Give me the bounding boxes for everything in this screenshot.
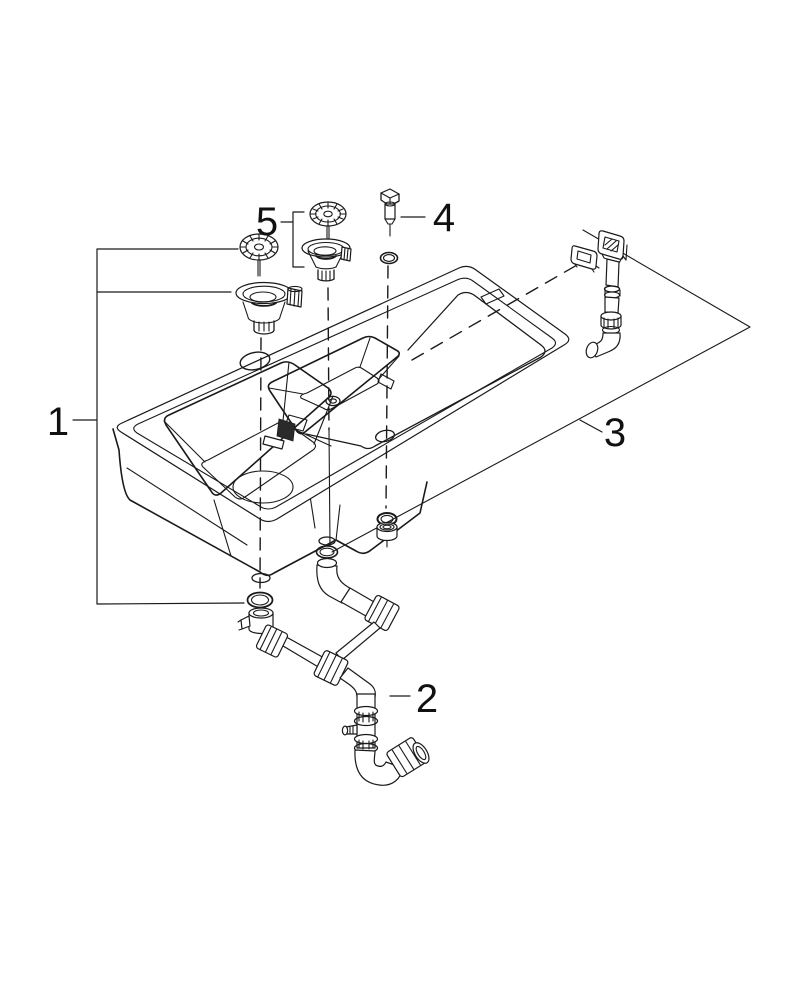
callout-label-1: 1 <box>47 400 69 444</box>
callout-labels: 1 2 3 4 5 <box>47 196 626 721</box>
leader-1 <box>72 248 245 605</box>
strainer-plate-top <box>309 201 347 242</box>
callout-leaders <box>72 211 603 697</box>
mounting-clip <box>262 414 332 450</box>
sink-unit <box>112 265 570 584</box>
trap-junction-elbow <box>339 667 376 698</box>
axis-left-strainer <box>259 337 262 589</box>
trap-flange-small <box>316 557 338 569</box>
deck-inner-rim <box>133 277 557 510</box>
drainer-board <box>305 288 546 450</box>
overflow-pipe <box>585 258 622 359</box>
strainer-body-left <box>235 281 303 335</box>
plug-locknut <box>376 521 398 548</box>
small-drain-boss <box>318 536 336 546</box>
trap-pipe-thin <box>335 621 381 661</box>
overflow-gasket <box>570 245 600 273</box>
trap-oring-main <box>246 591 274 609</box>
strainer-plate-left <box>239 233 279 277</box>
plug-part <box>380 188 400 237</box>
overflow-assembly <box>570 230 628 359</box>
overflow-slot <box>377 373 395 390</box>
callout-label-3: 3 <box>604 411 626 455</box>
brand-badge <box>480 288 505 305</box>
sink-deck <box>116 265 570 523</box>
trap-side-nozzle <box>341 724 358 736</box>
trap-u-bend <box>354 749 404 786</box>
overflow-outlet <box>585 341 599 359</box>
trap-coupling-upper <box>353 705 379 727</box>
phantom-plane <box>331 229 751 553</box>
callout-label-5: 5 <box>256 200 278 244</box>
leader-3 <box>579 419 603 433</box>
leader-5 <box>280 211 305 268</box>
overflow-nut <box>600 311 622 335</box>
callout-label-4: 4 <box>433 196 455 240</box>
axis-top-strainer <box>327 287 330 431</box>
strainer-knob-left <box>286 285 303 308</box>
trap-oring-small <box>315 545 339 559</box>
explode-axes <box>259 264 578 589</box>
axis-overflow <box>411 264 578 361</box>
small-bowl-drain-hole <box>325 395 341 407</box>
trap-coupling-main <box>255 624 289 658</box>
faucet-hole <box>239 351 271 371</box>
trap-outlet-opening <box>412 742 430 764</box>
trap-assembly <box>237 545 430 786</box>
small-bowl <box>267 335 401 435</box>
bowl-drain-recess <box>232 470 294 504</box>
axis-plug <box>385 265 389 509</box>
strainer-body-top <box>301 238 352 282</box>
plug-oring <box>379 251 399 265</box>
strainer-knob-top <box>340 246 352 262</box>
overflow-cover <box>597 230 628 264</box>
main-drain-boss <box>251 572 271 584</box>
callout-label-2: 2 <box>416 677 438 721</box>
plug-hole <box>374 429 396 443</box>
